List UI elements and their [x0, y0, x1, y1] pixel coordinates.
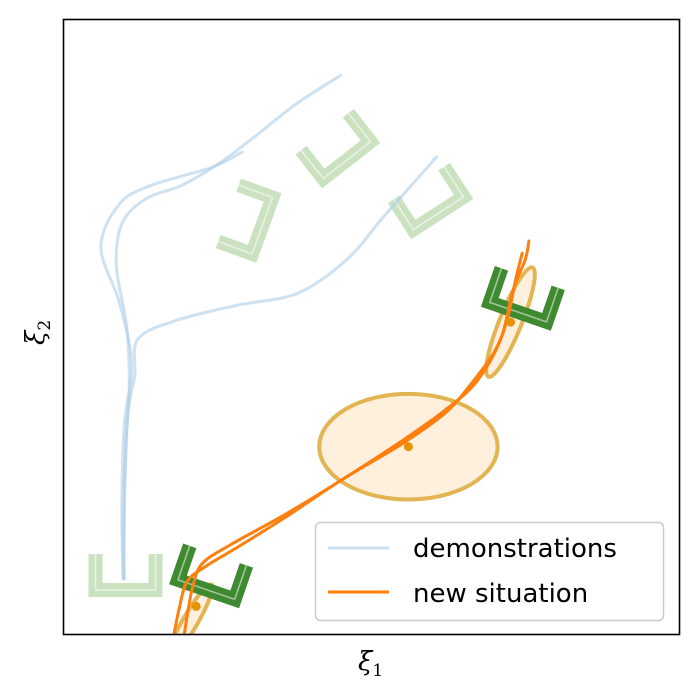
legend-label-new-situation: new situation [413, 579, 588, 609]
gripper-highlight [176, 545, 248, 601]
x-axis-label-symbol: ξ [358, 647, 374, 677]
via-point-2 [191, 601, 201, 611]
legend-label-demonstrations: demonstrations [413, 534, 617, 564]
y-axis-label: ξ2 [21, 320, 55, 345]
gripper-demo-0 [88, 554, 163, 597]
demonstration-line-1 [122, 155, 439, 581]
gripper-highlight [217, 184, 274, 255]
y-axis-label-symbol: ξ [21, 329, 51, 345]
plot-frame [62, 18, 681, 636]
legend-box [314, 521, 665, 622]
new-situation-line-1 [172, 251, 524, 634]
y-axis-label-subscript: 2 [35, 320, 55, 331]
via-point-1 [506, 317, 515, 327]
gripper-highlight [300, 112, 372, 180]
demonstration-line-0 [99, 150, 244, 581]
via-point-0 [403, 442, 413, 452]
gripper-demo-2 [295, 108, 381, 189]
x-axis-label-subscript: 1 [372, 661, 383, 681]
x-axis-label: ξ1 [358, 647, 383, 681]
legend: demonstrations new situation [314, 521, 665, 622]
data-layer [88, 73, 565, 634]
demonstration-line-2 [114, 73, 343, 581]
gripper-new-4 [169, 543, 254, 609]
gripper-highlight [393, 166, 465, 231]
gripper-demo-3 [387, 162, 474, 240]
gripper-highlight [94, 554, 157, 591]
gripper-highlight [488, 268, 559, 323]
gripper-new-5 [480, 266, 565, 331]
gripper-demo-1 [215, 178, 282, 263]
